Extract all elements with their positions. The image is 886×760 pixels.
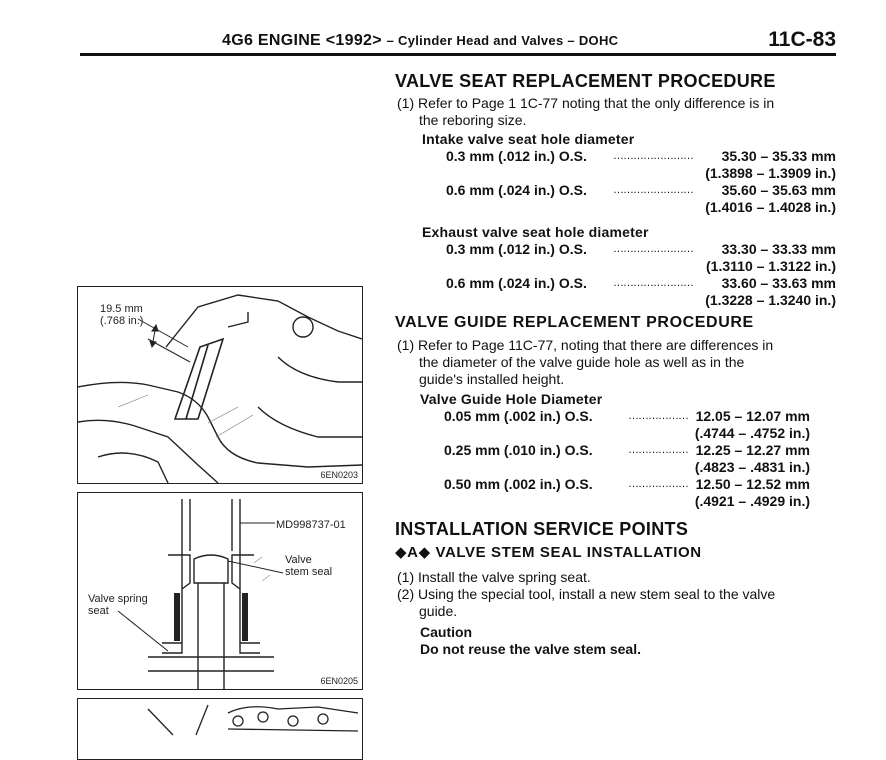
spec-mm: 35.60 – 35.63 mm — [721, 182, 836, 198]
seat-step-1-cont: the reboring size. — [419, 112, 527, 128]
spring-seat-label-2: seat — [88, 605, 109, 617]
leader-dots: …………………… — [613, 184, 694, 196]
dimension-mm: 19.5 mm — [100, 303, 143, 315]
guide-row-in: (.4921 – .4929 in.) — [395, 493, 840, 510]
partial-drawing — [147, 704, 359, 736]
intake-row-in: (1.4016 – 1.4028 in.) — [395, 199, 840, 216]
guide-row-in: (.4823 – .4831 in.) — [395, 459, 840, 476]
spec-label: 0.6 mm (.024 in.) O.S. — [446, 182, 587, 198]
spec-in: (.4823 – .4831 in.) — [694, 459, 810, 475]
figure-partial — [77, 698, 363, 760]
spring-seat-label-1: Valve spring — [88, 593, 148, 605]
spec-in: (1.4016 – 1.4028 in.) — [705, 199, 836, 215]
guide-step-1: (1) Refer to Page 11C-77, noting that th… — [397, 337, 774, 353]
leader-dots: ……………… — [628, 444, 689, 456]
caution-heading: Caution — [420, 624, 473, 640]
engine-title: 4G6 ENGINE <1992> — [222, 32, 382, 49]
figure-stem-seal: MD998737-01 Valve stem seal Valve spring… — [77, 492, 363, 690]
spec-in: (1.3110 – 1.3122 in.) — [706, 258, 836, 274]
valve-guide-title: VALVE GUIDE REPLACEMENT PROCEDURE — [395, 314, 754, 331]
leader-dots: …………………… — [613, 277, 694, 289]
spec-in: (1.3898 – 1.3909 in.) — [705, 165, 836, 181]
spec-label: 0.05 mm (.002 in.) O.S. — [444, 408, 593, 424]
guide-row: 0.05 mm (.002 in.) O.S. ……………… 12.05 – 1… — [395, 408, 840, 425]
intake-row-in: (1.3898 – 1.3909 in.) — [395, 165, 840, 182]
stem-seal-subtitle: ◆A◆ VALVE STEM SEAL INSTALLATION — [395, 544, 702, 561]
exhaust-heading: Exhaust valve seat hole diameter — [422, 224, 649, 240]
spec-label: 0.25 mm (.010 in.) O.S. — [444, 442, 593, 458]
exhaust-row-in: (1.3110 – 1.3122 in.) — [395, 258, 840, 275]
figure-valve-seat: 19.5 mm (.768 in.) 6EN0203 — [77, 286, 363, 484]
figure-code: 6EN0205 — [320, 676, 358, 686]
spec-mm: 35.30 – 35.33 mm — [721, 148, 836, 164]
guide-step-1-cont: the diameter of the valve guide hole as … — [419, 354, 745, 370]
exhaust-row-in: (1.3228 – 1.3240 in.) — [395, 292, 840, 309]
procedure-text: VALVE SEAT REPLACEMENT PROCEDURE (1) Ref… — [395, 70, 840, 658]
guide-step-1-cont: guide's installed height. — [419, 371, 565, 387]
guide-row: 0.50 mm (.002 in.) O.S. ……………… 12.50 – 1… — [395, 476, 840, 493]
seat-step-1: (1) Refer to Page 1 1C-77 noting that th… — [397, 95, 775, 111]
section-title: – Cylinder Head and Valves – DOHC — [386, 33, 619, 48]
figure-code: 6EN0203 — [320, 470, 358, 480]
tool-label: MD998737-01 — [276, 519, 346, 531]
spec-mm: 33.60 – 33.63 mm — [721, 275, 836, 291]
spec-mm: 33.30 – 33.33 mm — [721, 241, 836, 257]
spec-in: (.4921 – .4929 in.) — [694, 493, 810, 509]
exhaust-row: 0.6 mm (.024 in.) O.S. …………………… 33.60 – … — [395, 275, 840, 292]
spec-label: 0.3 mm (.012 in.) O.S. — [446, 241, 587, 257]
spec-mm: 12.05 – 12.07 mm — [695, 408, 810, 424]
installation-title: INSTALLATION SERVICE POINTS — [395, 519, 689, 539]
dimension-in: (.768 in.) — [100, 315, 144, 327]
intake-row: 0.6 mm (.024 in.) O.S. …………………… 35.60 – … — [395, 182, 840, 199]
valve-seat-title: VALVE SEAT REPLACEMENT PROCEDURE — [395, 71, 776, 91]
leader-dots: ……………… — [628, 410, 689, 422]
header-rule — [80, 53, 836, 56]
install-step-1: (1) Install the valve spring seat. — [397, 569, 591, 585]
caution-text: Do not reuse the valve stem seal. — [420, 641, 641, 657]
guide-row-in: (.4744 – .4752 in.) — [395, 425, 840, 442]
guide-row: 0.25 mm (.010 in.) O.S. ……………… 12.25 – 1… — [395, 442, 840, 459]
leader-dots: ……………… — [628, 478, 689, 490]
valve-seat-insert — [173, 337, 225, 420]
spec-label: 0.50 mm (.002 in.) O.S. — [444, 476, 593, 492]
leader-dots: …………………… — [613, 150, 694, 162]
intake-heading: Intake valve seat hole diameter — [422, 131, 635, 147]
spec-mm: 12.25 – 12.27 mm — [695, 442, 810, 458]
header-title: 4G6 ENGINE <1992> – Cylinder Head and Va… — [222, 32, 618, 50]
spec-label: 0.6 mm (.024 in.) O.S. — [446, 275, 587, 291]
exhaust-row: 0.3 mm (.012 in.) O.S. …………………… 33.30 – … — [395, 241, 840, 258]
leader-dots: …………………… — [613, 243, 694, 255]
spec-label: 0.3 mm (.012 in.) O.S. — [446, 148, 587, 164]
stem-seal-label-1: Valve — [285, 554, 312, 566]
intake-row: 0.3 mm (.012 in.) O.S. …………………… 35.30 – … — [395, 148, 840, 165]
install-step-2-cont: guide. — [419, 603, 458, 619]
spec-mm: 12.50 – 12.52 mm — [695, 476, 810, 492]
spec-in: (1.3228 – 1.3240 in.) — [705, 292, 836, 308]
page-header: 4G6 ENGINE <1992> – Cylinder Head and Va… — [80, 26, 836, 54]
page-number: 11C-83 — [768, 28, 836, 51]
stem-seal-drawing — [117, 499, 284, 689]
valve-seat-drawing — [78, 294, 362, 483]
spec-in: (.4744 – .4752 in.) — [694, 425, 810, 441]
install-step-2: (2) Using the special tool, install a ne… — [397, 586, 776, 602]
guide-heading: Valve Guide Hole Diameter — [420, 391, 603, 407]
stem-seal-label-2: stem seal — [285, 566, 333, 578]
